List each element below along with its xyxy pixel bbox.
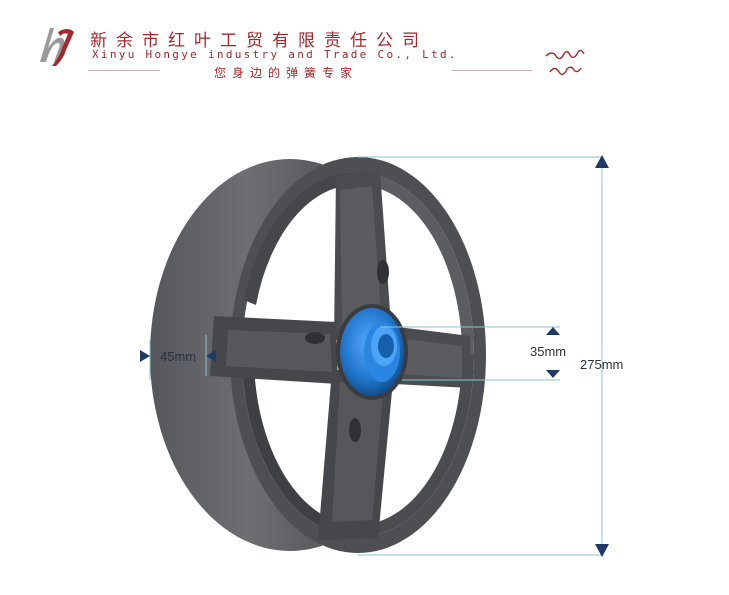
- slogan: 您身边的弹簧专家: [214, 66, 359, 80]
- hub-dimension-label: 35mm: [530, 344, 567, 359]
- hy-logo-icon: [40, 28, 74, 66]
- arrow-right-45: [140, 350, 150, 362]
- wheel: [150, 157, 486, 553]
- arrow-down-35: [546, 370, 560, 378]
- diameter-dimension-label: 275mm: [580, 357, 624, 372]
- handwritten-signature-icon: [545, 49, 585, 76]
- wheel-spokes: [210, 170, 470, 540]
- dimension-lines: [149, 156, 603, 556]
- arrow-up-275: [595, 155, 609, 168]
- arrow-up-35: [546, 327, 560, 335]
- dimension-arrows: [140, 155, 609, 557]
- company-name-english: Xinyu Hongye industry and Trade Co., Ltd…: [92, 48, 458, 61]
- divider-right: [452, 70, 532, 71]
- header: 新余市红叶工贸有限责任公司 Xinyu Hongye industry and …: [0, 0, 729, 90]
- hub-bushing: [336, 304, 408, 400]
- company-name-chinese: 新余市红叶工贸有限责任公司: [90, 31, 428, 51]
- divider-left: [88, 70, 160, 71]
- width-dimension-label: 45mm: [160, 349, 197, 364]
- arrow-down-275: [595, 544, 609, 557]
- arrow-left-45: [206, 350, 216, 362]
